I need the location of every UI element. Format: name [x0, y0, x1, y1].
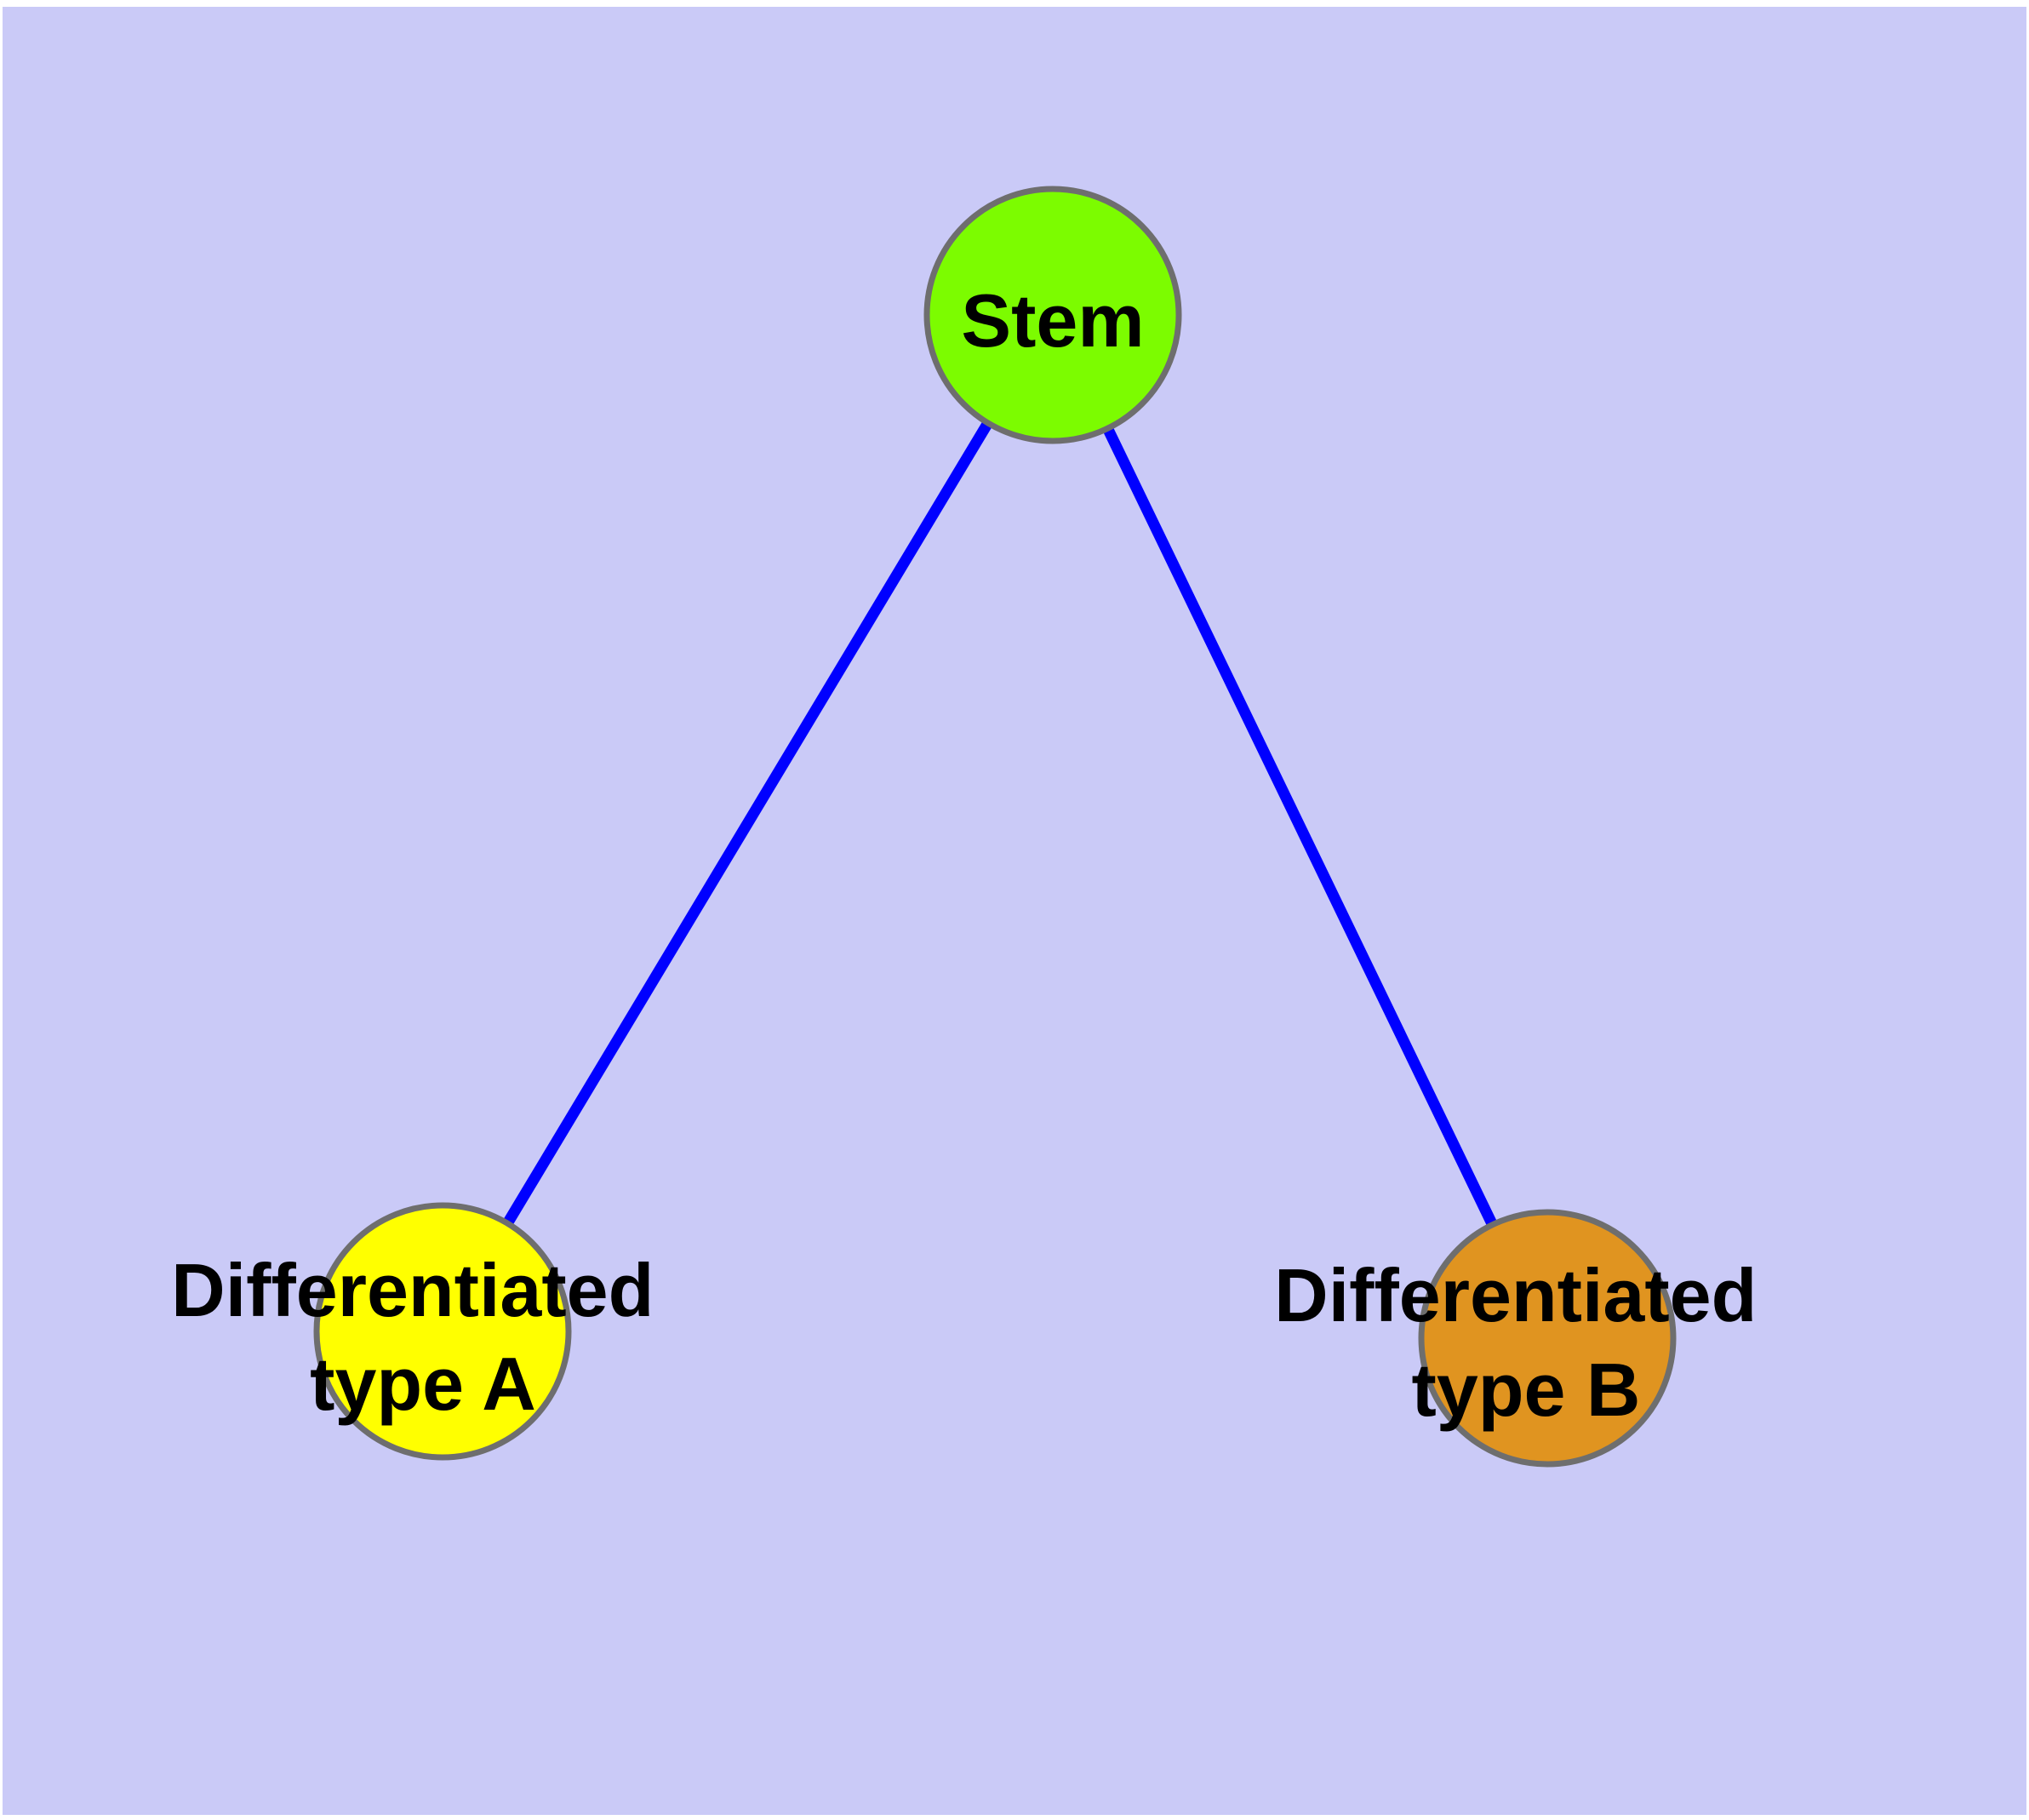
edge-stem-to-type-b	[1048, 312, 1552, 1341]
node-type-a-label-line-2: type A	[310, 1342, 536, 1426]
node-differentiated-type-b: Differentiated type B	[1274, 1209, 1778, 1468]
node-stem-label: Stem	[961, 278, 1144, 363]
node-stem-circle	[923, 186, 1182, 444]
node-type-b-label-line-1: Differentiated	[1274, 1253, 1757, 1337]
node-stem: Stem	[923, 186, 1182, 444]
node-type-a-label-line-1: Differentiated	[171, 1248, 654, 1332]
node-type-a-label: Differentiated type A	[171, 1248, 675, 1426]
node-differentiated-type-a: Differentiated type A	[171, 1202, 675, 1461]
node-type-a-circle	[313, 1202, 572, 1461]
node-type-b-label-line-2: type B	[1412, 1348, 1641, 1432]
edge-stem-to-type-a	[437, 312, 1058, 1335]
node-type-b-label: Differentiated type B	[1274, 1253, 1778, 1432]
node-type-b-circle	[1418, 1209, 1677, 1468]
